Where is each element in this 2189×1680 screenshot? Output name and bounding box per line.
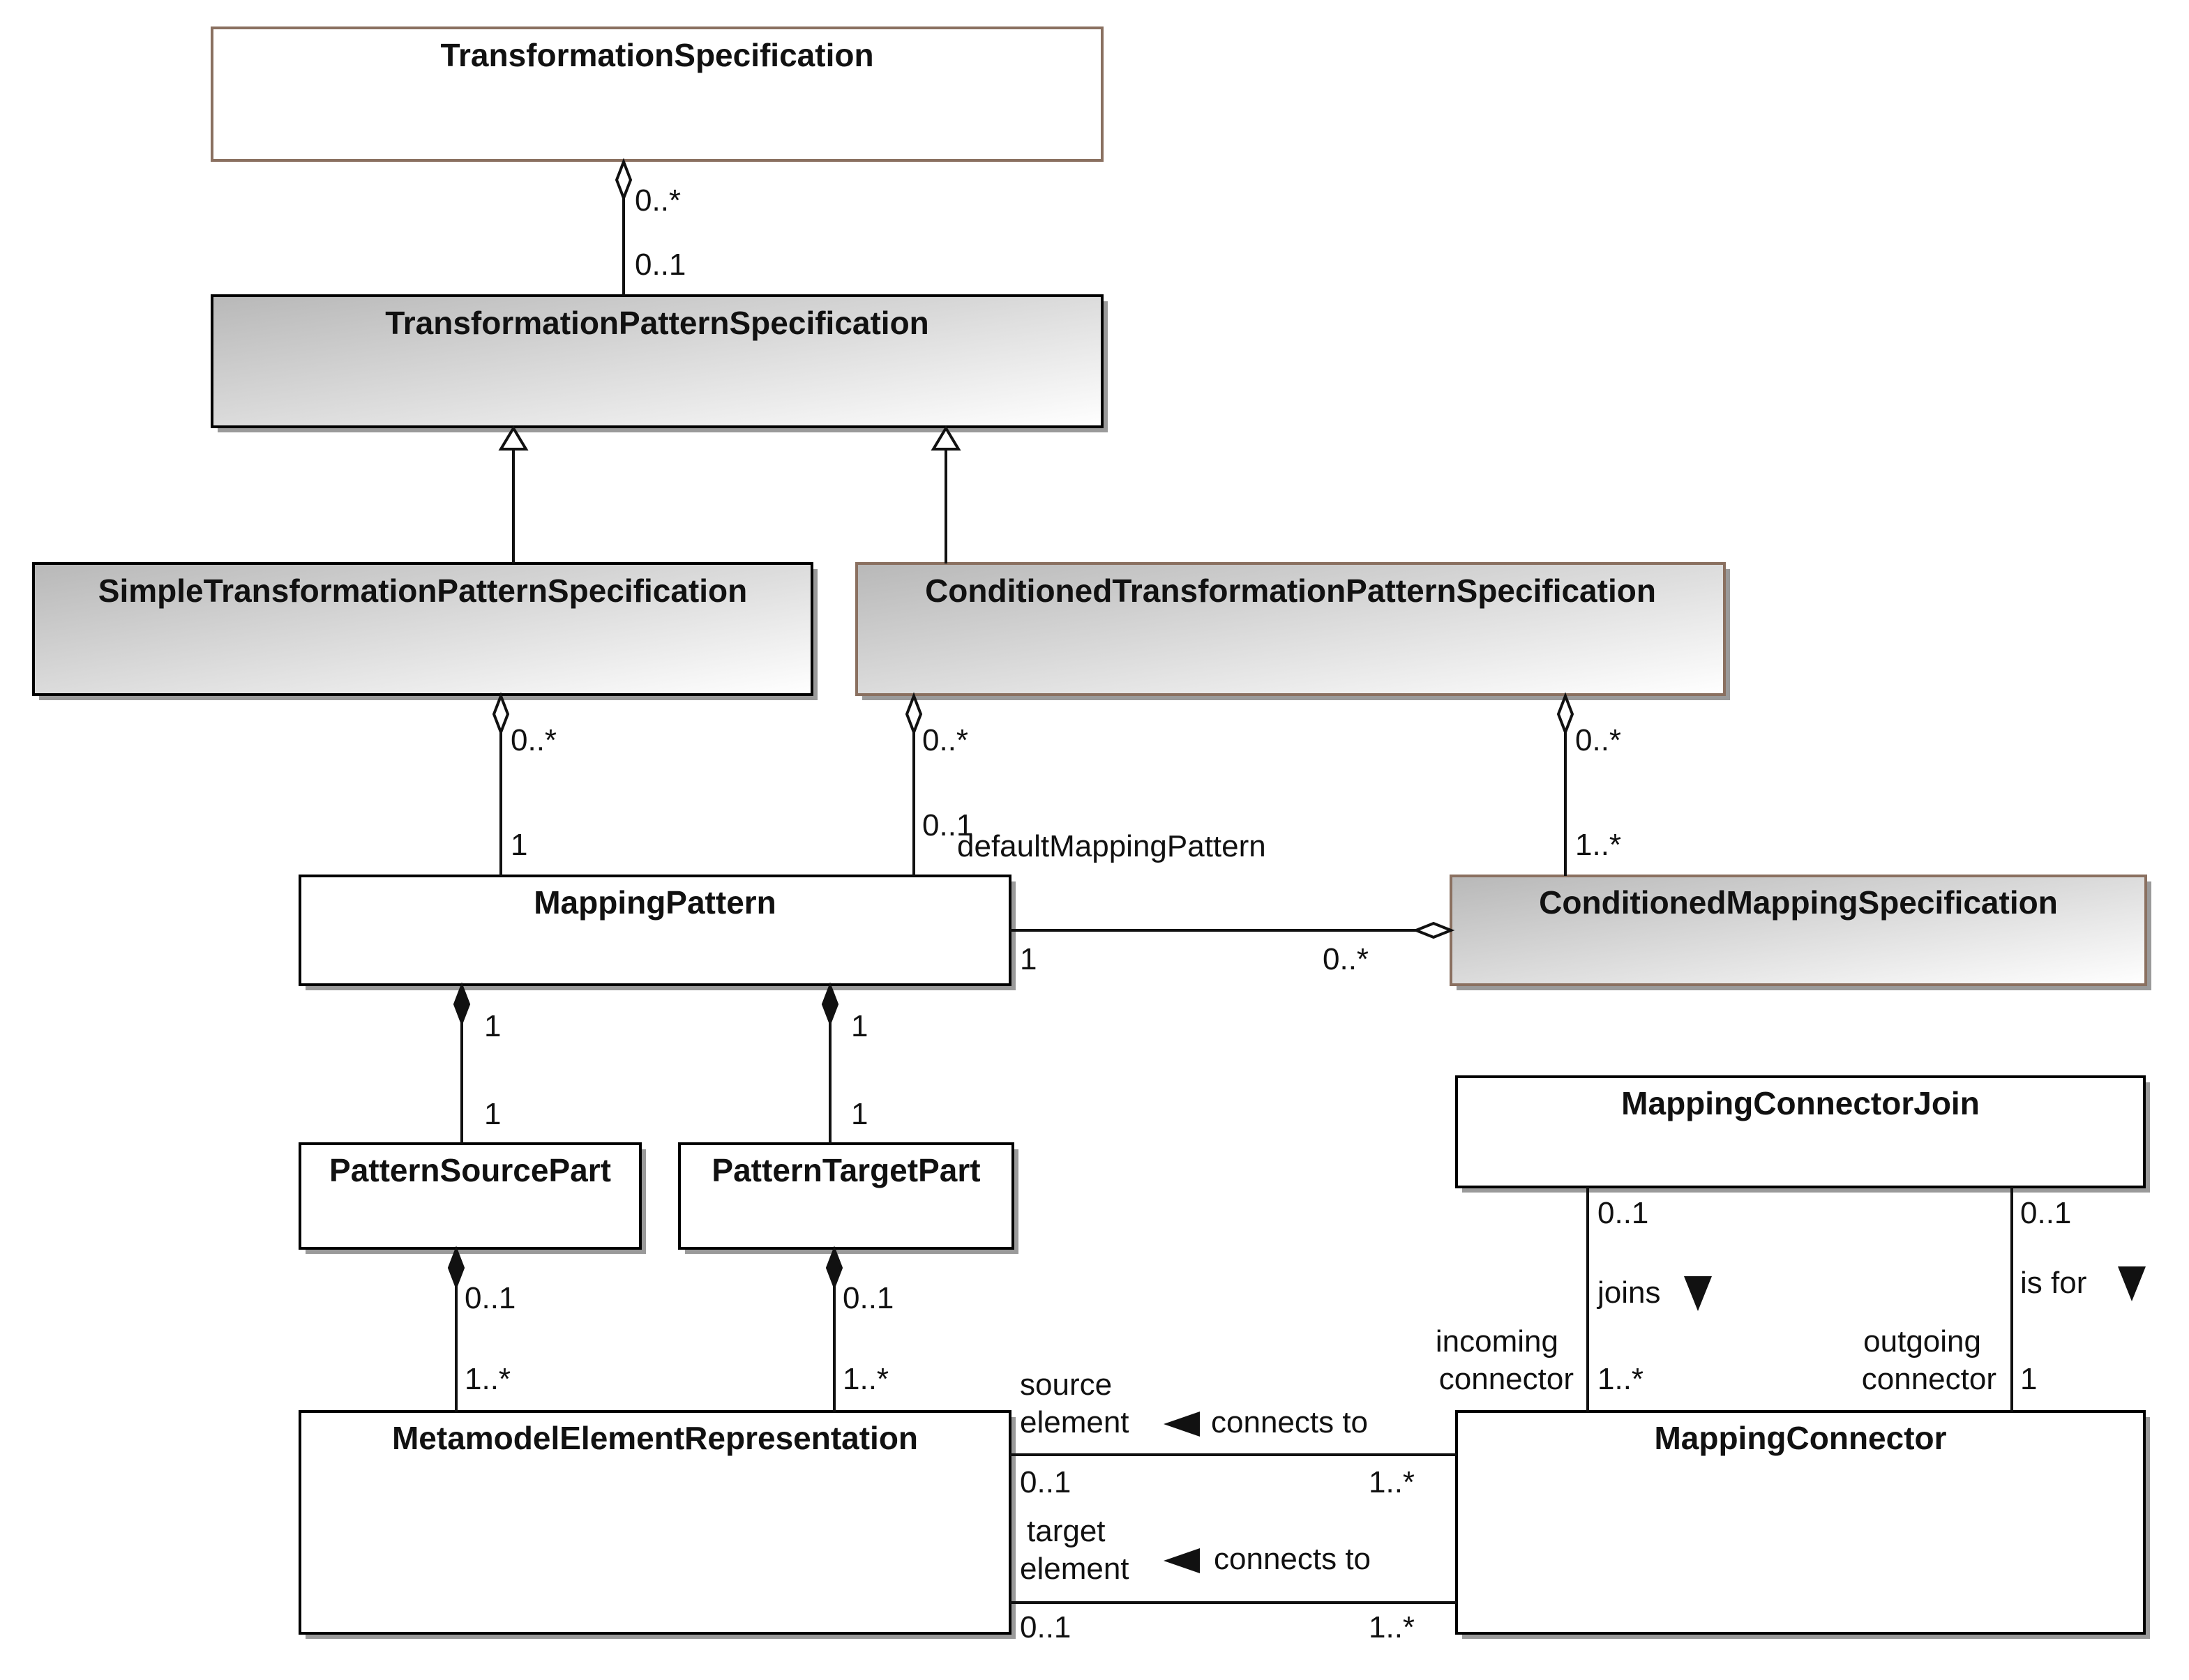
class-metamodel-element-representation[interactable]: MetamodelElementRepresentation xyxy=(299,1410,1016,1639)
aggregation-diamond xyxy=(1556,692,1574,736)
class-name: TransformationSpecification xyxy=(440,37,873,73)
aggregation-diamond xyxy=(1412,921,1455,939)
multiplicity-label: 1 xyxy=(484,1009,501,1043)
generalization-simple-to-tps xyxy=(498,425,529,563)
composition-mp-ptp: 1 1 xyxy=(821,982,868,1144)
composition-psp-mer: 0..1 1..* xyxy=(447,1246,516,1412)
aggregation-ts-tps: 0..* 0..1 xyxy=(615,158,686,296)
role-label-default-mapping-pattern: defaultMappingPattern xyxy=(957,829,1266,863)
role-label-element: element xyxy=(1020,1552,1129,1586)
multiplicity-label: 1..* xyxy=(1597,1362,1643,1396)
multiplicity-label: 1..* xyxy=(1369,1610,1415,1644)
class-conditioned-transformation-pattern-specification[interactable]: ConditionedTransformationPatternSpecific… xyxy=(855,562,1730,700)
role-label-source: source xyxy=(1020,1368,1112,1402)
multiplicity-label: 0..* xyxy=(1323,942,1369,976)
multiplicity-label: 1 xyxy=(851,1097,868,1131)
multiplicity-label: 0..1 xyxy=(465,1281,516,1315)
role-label-connector: connector xyxy=(1862,1362,1996,1396)
role-label-incoming: incoming xyxy=(1436,1324,1558,1359)
multiplicity-label: 1 xyxy=(511,828,527,862)
class-name: TransformationPatternSpecification xyxy=(385,305,929,341)
class-name: MappingConnectorJoin xyxy=(1621,1085,1980,1121)
composition-ptp-mer: 0..1 1..* xyxy=(825,1246,894,1412)
association-name: connects to xyxy=(1211,1405,1368,1439)
class-name: MappingPattern xyxy=(534,884,776,921)
multiplicity-label: 0..* xyxy=(922,723,968,757)
association-target-connects-to: target element connects to 0..1 1..* xyxy=(1010,1514,1457,1644)
multiplicity-label: 1..* xyxy=(465,1362,511,1396)
generalization-conditioned-to-tps xyxy=(931,425,961,563)
multiplicity-label: 1 xyxy=(1020,942,1037,976)
multiplicity-label: 0..* xyxy=(635,183,681,218)
class-transformation-specification[interactable]: TransformationSpecification xyxy=(211,27,1104,162)
association-name: connects to xyxy=(1214,1542,1371,1576)
aggregation-diamond xyxy=(615,158,633,202)
multiplicity-label: 1..* xyxy=(1369,1465,1415,1499)
role-label-element: element xyxy=(1020,1405,1129,1439)
multiplicity-label: 0..1 xyxy=(1597,1196,1648,1230)
multiplicity-label: 0..1 xyxy=(1020,1610,1071,1644)
composition-diamond xyxy=(447,1246,465,1290)
aggregation-ctps-cms: 0..* 1..* xyxy=(1556,692,1621,876)
class-name: SimpleTransformationPatternSpecification xyxy=(98,573,747,609)
multiplicity-label: 1 xyxy=(484,1097,501,1131)
multiplicity-label: 1 xyxy=(851,1009,868,1043)
composition-diamond xyxy=(821,982,839,1027)
role-label-connector: connector xyxy=(1439,1362,1574,1396)
multiplicity-label: 0..1 xyxy=(1020,1465,1071,1499)
association-is-for: 0..1 is for outgoing connector 1 xyxy=(1862,1187,2146,1412)
direction-arrow-down-icon xyxy=(1684,1276,1712,1311)
association-source-connects-to: source element connects to 0..1 1..* xyxy=(1010,1368,1457,1499)
class-transformation-pattern-specification[interactable]: TransformationPatternSpecification xyxy=(211,294,1108,432)
class-pattern-target-part[interactable]: PatternTargetPart xyxy=(678,1142,1018,1254)
class-name: PatternTargetPart xyxy=(712,1152,980,1188)
multiplicity-label: 1..* xyxy=(843,1362,889,1396)
class-simple-transformation-pattern-specification[interactable]: SimpleTransformationPatternSpecification xyxy=(32,562,818,700)
generalization-arrowhead xyxy=(498,425,529,451)
direction-arrow-left-icon xyxy=(1164,1412,1200,1437)
aggregation-ctps-mappingpattern: 0..* 0..1 defaultMappingPattern xyxy=(905,692,1266,876)
class-name: MappingConnector xyxy=(1654,1420,1946,1456)
aggregation-stps-mappingpattern: 0..* 1 xyxy=(492,692,557,876)
role-label-outgoing: outgoing xyxy=(1863,1324,1981,1359)
multiplicity-label: 0..1 xyxy=(2020,1196,2071,1230)
generalization-arrowhead xyxy=(931,425,961,451)
class-name: MetamodelElementRepresentation xyxy=(392,1420,918,1456)
multiplicity-label: 0..1 xyxy=(635,248,686,282)
association-joins: 0..1 joins incoming connector 1..* xyxy=(1436,1187,1712,1412)
role-label-target: target xyxy=(1027,1514,1106,1548)
class-mapping-connector-join[interactable]: MappingConnectorJoin xyxy=(1455,1075,2150,1193)
aggregation-diamond xyxy=(905,692,923,736)
multiplicity-label: 0..1 xyxy=(843,1281,894,1315)
class-name: PatternSourcePart xyxy=(329,1152,611,1188)
class-pattern-source-part[interactable]: PatternSourcePart xyxy=(299,1142,646,1254)
class-mapping-pattern[interactable]: MappingPattern xyxy=(299,875,1016,990)
composition-diamond xyxy=(453,982,471,1027)
multiplicity-label: 0..1 xyxy=(922,808,973,842)
multiplicity-label: 1 xyxy=(2020,1362,2037,1396)
aggregation-diamond xyxy=(492,692,510,736)
multiplicity-label: 1..* xyxy=(1575,828,1621,862)
class-mapping-connector[interactable]: MappingConnector xyxy=(1455,1410,2150,1639)
class-name: ConditionedMappingSpecification xyxy=(1539,884,2058,921)
direction-arrow-down-icon xyxy=(2118,1266,2146,1301)
direction-arrow-left-icon xyxy=(1164,1548,1200,1573)
multiplicity-label: 0..* xyxy=(1575,723,1621,757)
multiplicity-label: 0..* xyxy=(511,723,557,757)
aggregation-cms-mappingpattern: 1 0..* xyxy=(1010,921,1455,976)
class-conditioned-mapping-specification[interactable]: ConditionedMappingSpecification xyxy=(1450,875,2151,990)
composition-diamond xyxy=(825,1246,843,1290)
class-name: ConditionedTransformationPatternSpecific… xyxy=(925,573,1656,609)
association-name: joins xyxy=(1596,1276,1661,1310)
association-name: is for xyxy=(2020,1266,2086,1300)
composition-mp-psp: 1 1 xyxy=(453,982,501,1144)
